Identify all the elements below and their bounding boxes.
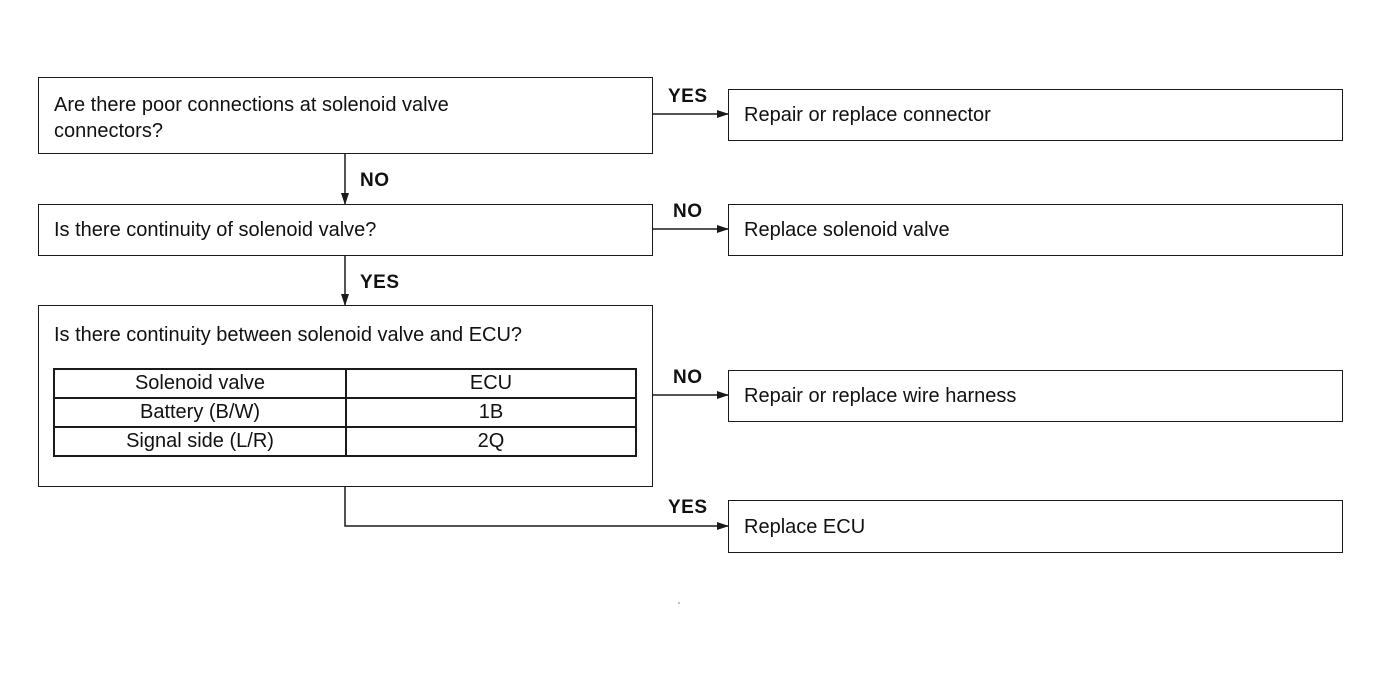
branch-label-q1-yes: YES — [668, 86, 708, 107]
action-text: Replace ECU — [744, 515, 866, 538]
branch-label-q3-no: NO — [673, 367, 703, 388]
action-box-replace-solenoid: Replace solenoid valve — [728, 204, 1343, 256]
question-text: Is there continuity between solenoid val… — [54, 324, 523, 346]
question-text: Are there poor connections at solenoid v… — [54, 94, 449, 142]
question-text: Is there continuity of solenoid valve? — [54, 219, 377, 241]
action-text: Repair or replace wire harness — [744, 385, 1017, 407]
branch-label-q1-no: NO — [360, 170, 390, 191]
question-box-poor-connections: Are there poor connections at solenoid v… — [38, 77, 653, 154]
table-row: Signal side (L/R) 2Q — [53, 426, 637, 457]
table-header-cell: ECU — [345, 368, 637, 399]
table-cell: Signal side (L/R) — [53, 426, 347, 457]
table-header-row: Solenoid valve ECU — [53, 368, 637, 399]
branch-label-q2-yes: YES — [360, 272, 400, 293]
arrow-q3-to-a4 — [344, 486, 729, 530]
action-box-repair-harness: Repair or replace wire harness — [728, 370, 1343, 422]
branch-label-q2-no: NO — [673, 201, 703, 222]
table-cell: 2Q — [345, 426, 637, 457]
action-box-replace-ecu: Replace ECU — [728, 500, 1343, 553]
table-row: Battery (B/W) 1B — [53, 397, 637, 428]
question-box-harness-continuity: Is there continuity between solenoid val… — [38, 305, 653, 487]
continuity-table: Solenoid valve ECU Battery (B/W) 1B Sign… — [53, 368, 637, 457]
table-header-cell: Solenoid valve — [53, 368, 347, 399]
action-text: Repair or replace connector — [744, 104, 991, 126]
speck — [678, 602, 680, 604]
branch-label-q3-yes: YES — [668, 497, 708, 518]
table-cell: Battery (B/W) — [53, 397, 347, 428]
question-box-solenoid-continuity: Is there continuity of solenoid valve? — [38, 204, 653, 256]
action-box-repair-connector: Repair or replace connector — [728, 89, 1343, 141]
table-cell: 1B — [345, 397, 637, 428]
action-text: Replace solenoid valve — [744, 219, 950, 241]
